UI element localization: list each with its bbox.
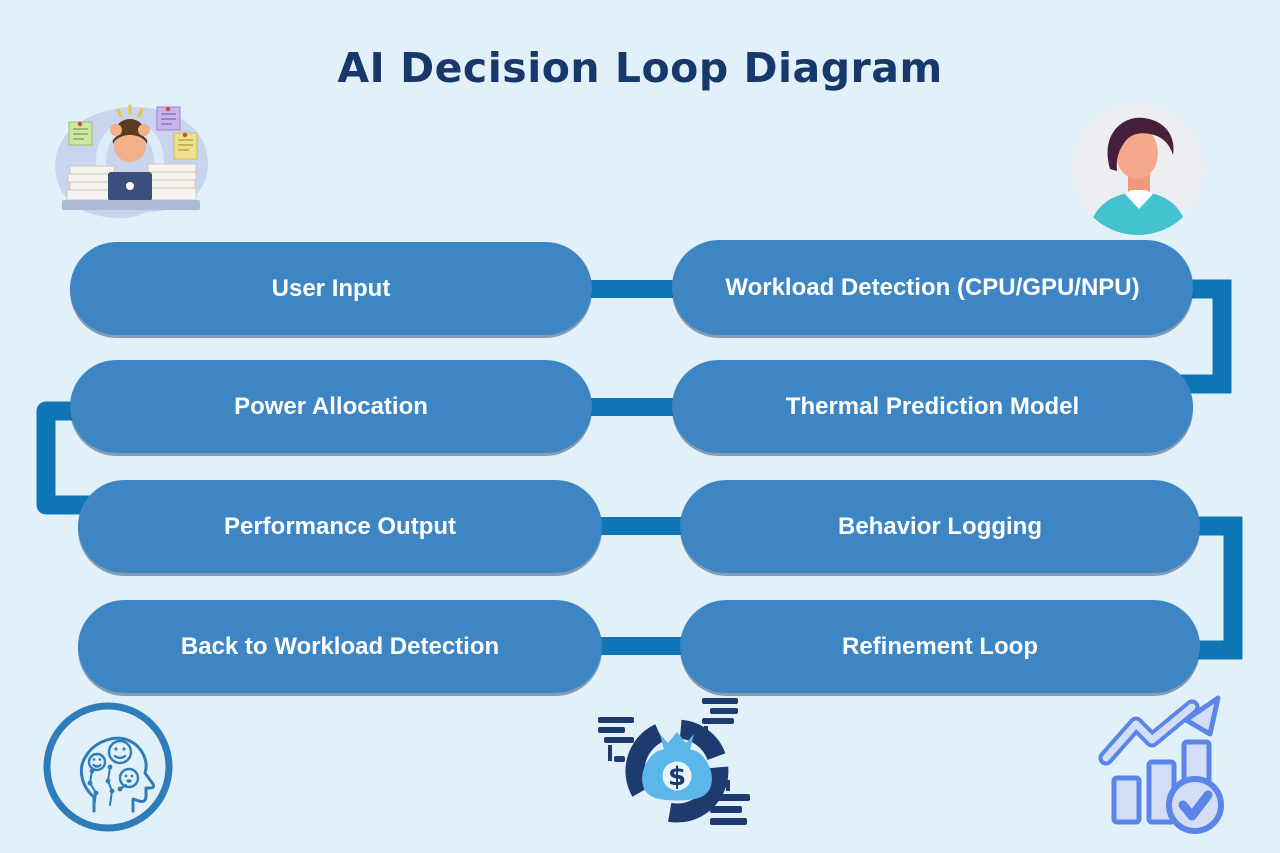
node-user-input: User Input xyxy=(70,242,592,335)
face-small xyxy=(87,752,107,772)
data-list-bars xyxy=(598,698,750,825)
connector-behavior-refinement-elbow xyxy=(1188,516,1243,660)
avatar-face xyxy=(1116,127,1158,179)
avatar-shirt xyxy=(1088,192,1188,235)
circuit-nodes xyxy=(87,747,134,796)
node-label: Performance Output xyxy=(223,512,457,540)
growth-chart-check-icon xyxy=(1098,695,1224,834)
face-open-mouth xyxy=(118,767,140,789)
money-allocation-cycle-icon: $ xyxy=(598,698,750,825)
dollar-sign: $ xyxy=(668,762,686,792)
node-label: Workload Detection (CPU/GPU/NPU) xyxy=(725,273,1140,301)
trend-arrow-icon xyxy=(1098,695,1221,766)
node-behavior-logging: Behavior Logging xyxy=(680,480,1200,573)
node-label: Power Allocation xyxy=(234,392,428,420)
money-bag-icon: $ xyxy=(642,732,712,801)
face-large xyxy=(107,739,133,765)
stressed-worker-illustration xyxy=(55,104,209,219)
data-list-connectors xyxy=(608,726,730,791)
node-performance-output: Performance Output xyxy=(78,480,602,573)
mind-icon-ring xyxy=(43,702,173,832)
sticky-notes xyxy=(68,106,198,160)
node-thermal-prediction-model: Thermal Prediction Model xyxy=(672,360,1193,453)
node-power-allocation: Power Allocation xyxy=(70,360,592,453)
male-avatar xyxy=(1072,103,1204,235)
node-back-to-workload-detection: Back to Workload Detection xyxy=(78,600,602,693)
stress-marks xyxy=(116,104,144,118)
connector-workload-thermal-elbow xyxy=(1180,279,1232,394)
check-circle-icon xyxy=(1166,776,1224,834)
node-label: User Input xyxy=(271,274,391,302)
paper-stacks xyxy=(66,163,197,201)
desk xyxy=(62,200,200,210)
cycle-ring-segments xyxy=(625,719,729,823)
laptop-logo xyxy=(126,182,134,190)
node-label: Thermal Prediction Model xyxy=(785,392,1080,420)
avatar-hair xyxy=(1107,117,1174,171)
node-refinement-loop: Refinement Loop xyxy=(680,600,1200,693)
avatar-collar xyxy=(1125,190,1153,209)
node-label: Behavior Logging xyxy=(838,512,1042,540)
ai-mind-faces-icon xyxy=(43,702,173,832)
connector-powerallocation-performance-elbow xyxy=(36,401,92,515)
page-title: AI Decision Loop Diagram xyxy=(337,44,943,92)
node-label: Refinement Loop xyxy=(842,632,1038,660)
node-label: Back to Workload Detection xyxy=(180,632,500,660)
head-profile-outline xyxy=(79,736,156,813)
node-workload-detection: Workload Detection (CPU/GPU/NPU) xyxy=(672,240,1193,335)
